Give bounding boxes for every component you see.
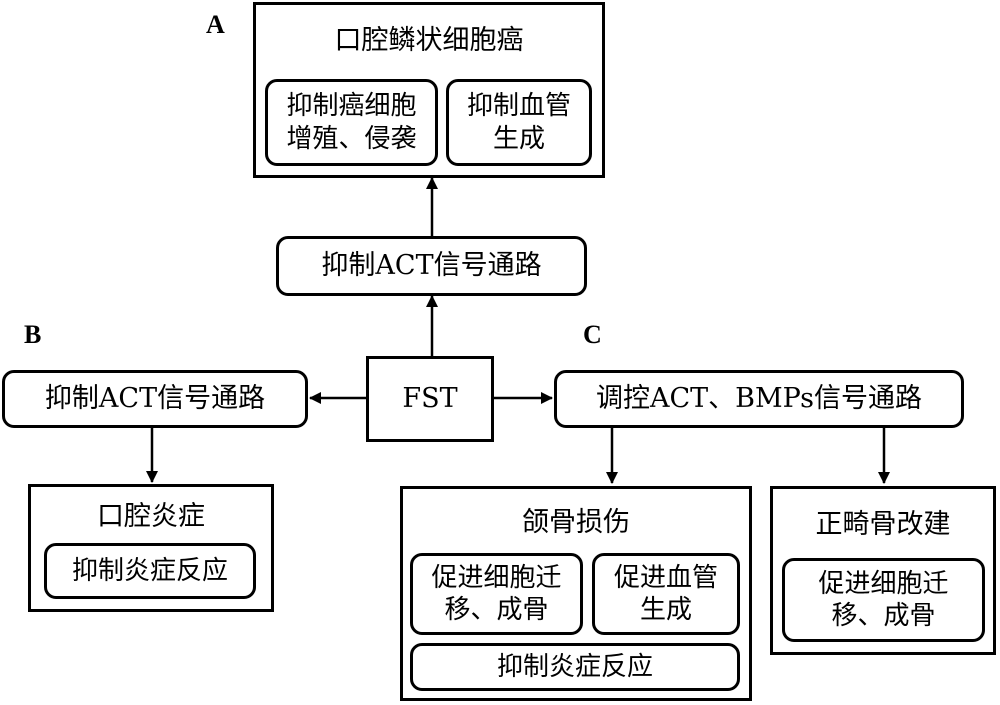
inhibit-proliferation-line1: 抑制癌细胞 — [286, 91, 417, 121]
fst-label: FST — [402, 383, 458, 415]
fst-box: FST — [366, 356, 494, 442]
oral-cancer-title: 口腔鳞状细胞癌 — [334, 25, 524, 56]
label-b: B — [24, 320, 42, 349]
inhibit-angiogenesis-box: 抑制血管 生成 — [446, 79, 592, 166]
inhibit-inflammation-b-box: 抑制炎症反应 — [44, 543, 256, 599]
label-c: C — [583, 320, 602, 349]
pathway-b-label: 抑制ACT信号通路 — [44, 383, 266, 415]
inhibit-inflammation-jaw-box: 抑制炎症反应 — [410, 643, 740, 691]
inhibit-angiogenesis-line2: 生成 — [492, 123, 545, 154]
pathway-a-box: 抑制ACT信号通路 — [276, 236, 587, 296]
inhibit-proliferation-box: 抑制癌细胞 增殖、侵袭 — [265, 79, 438, 166]
pathway-c-box: 调控ACT、BMPs信号通路 — [554, 370, 964, 428]
promote-migration-ortho-box: 促进细胞迁 移、成骨 — [782, 558, 985, 642]
inhibit-inflammation-b-label: 抑制炎症反应 — [71, 555, 228, 586]
promote-migration-ortho-line1: 促进细胞迁 — [818, 568, 949, 599]
pathway-b-box: 抑制ACT信号通路 — [2, 370, 308, 428]
inhibit-proliferation-line2: 增殖、侵袭 — [286, 123, 417, 154]
oral-inflammation-title: 口腔炎症 — [97, 501, 205, 532]
pathway-c-label: 调控ACT、BMPs信号通路 — [596, 383, 922, 415]
promote-migration-ortho-line2: 移、成骨 — [831, 601, 936, 631]
promote-migration-jaw-line2: 移、成骨 — [444, 595, 549, 625]
ortho-remodeling-title: 正畸骨改建 — [815, 509, 951, 540]
promote-angiogenesis-jaw-box: 促进血管 生成 — [592, 553, 740, 635]
promote-migration-jaw-line1: 促进细胞迁 — [431, 562, 562, 593]
label-a: A — [206, 10, 225, 39]
promote-angiogenesis-jaw-line1: 促进血管 — [613, 562, 718, 593]
inhibit-inflammation-jaw-label: 抑制炎症反应 — [496, 651, 653, 682]
pathway-a-label: 抑制ACT信号通路 — [321, 250, 542, 282]
promote-migration-jaw-box: 促进细胞迁 移、成骨 — [410, 553, 583, 635]
promote-angiogenesis-jaw-line2: 生成 — [639, 595, 692, 625]
jaw-injury-title: 颌骨损伤 — [522, 507, 630, 538]
inhibit-angiogenesis-line1: 抑制血管 — [466, 91, 571, 121]
